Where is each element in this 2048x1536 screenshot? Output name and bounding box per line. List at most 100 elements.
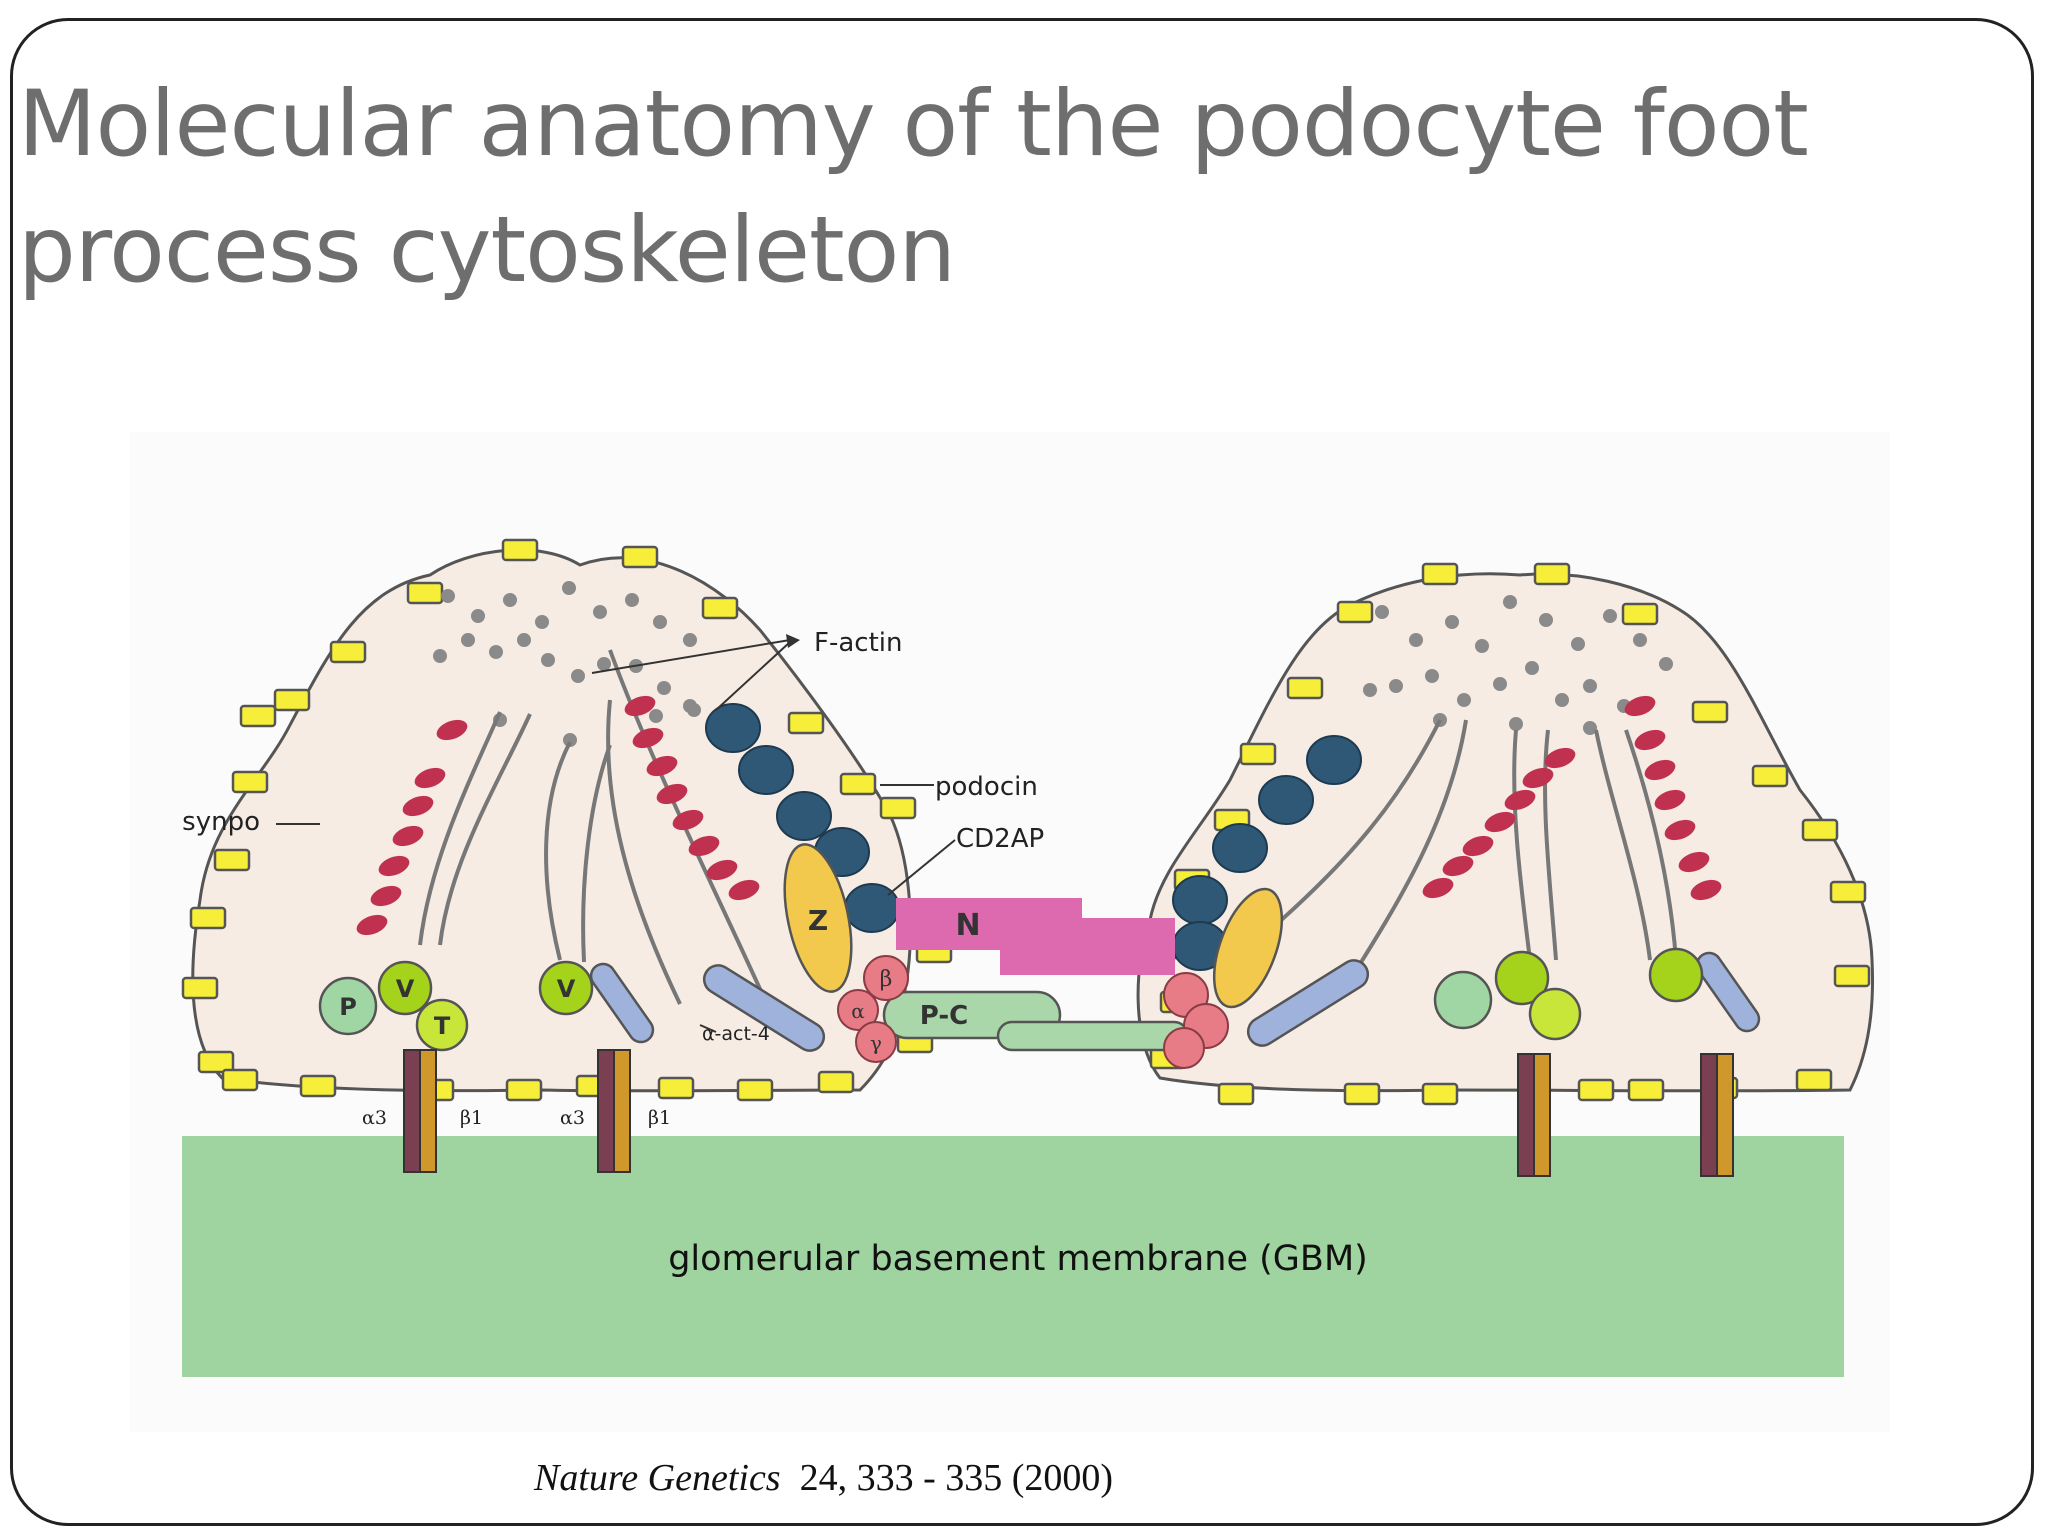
zo1-right bbox=[1212, 887, 1284, 1009]
membrane-marker-5 bbox=[239, 704, 277, 728]
podocin-bead-6 bbox=[1258, 775, 1314, 825]
paxillin-right bbox=[1433, 970, 1493, 1030]
synpo-bead-6 bbox=[436, 719, 468, 741]
integrin-alpha-1 bbox=[597, 1049, 615, 1173]
catenins bbox=[837, 955, 1229, 1069]
vinculin-letter-2: V bbox=[557, 975, 576, 1003]
actin-dot-34 bbox=[1389, 679, 1403, 693]
actin-dot-24 bbox=[1375, 605, 1389, 619]
catenin-gamma-letter: γ bbox=[870, 1031, 882, 1055]
talin-left bbox=[415, 998, 469, 1052]
integrin-beta-3 bbox=[1716, 1053, 1734, 1177]
vinculin-left bbox=[377, 960, 433, 1016]
membrane-marker-43 bbox=[1627, 1078, 1665, 1102]
membrane-marker-9 bbox=[501, 538, 539, 562]
synpo-bead-15 bbox=[1422, 877, 1454, 899]
actin-dot-35 bbox=[1425, 669, 1439, 683]
membrane-marker-38 bbox=[1801, 818, 1839, 842]
synpo-bead-7 bbox=[624, 695, 656, 717]
actin-dot-11 bbox=[489, 645, 503, 659]
actin-filament-1 bbox=[438, 713, 532, 946]
membrane-marker-1 bbox=[181, 976, 219, 1000]
citation-volume: 24, 333 - 335 (2000) bbox=[799, 1457, 1114, 1499]
membrane-marker-24 bbox=[221, 1068, 259, 1092]
actinin-rod-mid bbox=[702, 964, 826, 1052]
title-line-1: Molecular anatomy of the podocyte foot bbox=[18, 72, 1809, 177]
gbm-label: glomerular basement membrane (GBM) bbox=[668, 1239, 1368, 1279]
actin-dot-7 bbox=[653, 615, 667, 629]
synpo-bead-25 bbox=[1654, 789, 1686, 811]
membrane-marker-7 bbox=[329, 640, 367, 664]
actin-filament-10 bbox=[1348, 719, 1468, 982]
podocin-bead-0 bbox=[705, 703, 761, 753]
membrane-marker-0 bbox=[197, 1050, 235, 1074]
actin-dot-43 bbox=[1509, 717, 1523, 731]
talin-letter: T bbox=[434, 1012, 451, 1040]
actin-dot-37 bbox=[1493, 677, 1507, 691]
actin-filament-9 bbox=[1624, 729, 1678, 961]
membrane-marker-35 bbox=[1621, 602, 1659, 626]
podocin-bead-1 bbox=[738, 745, 794, 795]
membrane-marker-2 bbox=[189, 906, 227, 930]
membrane-marker-13 bbox=[839, 772, 877, 796]
actin-dot-45 bbox=[1363, 683, 1377, 697]
synpo-bead-14 bbox=[728, 879, 760, 901]
talin-right bbox=[1528, 987, 1582, 1041]
synpo-bead-24 bbox=[1644, 759, 1676, 781]
synpo-label: synpo bbox=[182, 807, 260, 837]
membrane-marker-40 bbox=[1833, 964, 1871, 988]
membrane-marker-17 bbox=[817, 1070, 855, 1094]
synpo-bead-28 bbox=[1690, 879, 1722, 901]
synpo-bead-9 bbox=[646, 755, 678, 777]
integrins bbox=[403, 1049, 1734, 1177]
synpo-bead-2 bbox=[378, 855, 410, 877]
actin-dot-12 bbox=[517, 633, 531, 647]
podocin-bead-5 bbox=[1306, 735, 1362, 785]
membrane-marker-47 bbox=[1217, 1082, 1255, 1106]
zo1-letter: Z bbox=[808, 904, 828, 937]
synpo-bead-22 bbox=[1624, 695, 1656, 717]
actin-dot-38 bbox=[1525, 661, 1539, 675]
leader-lines bbox=[276, 639, 956, 1033]
actin-dot-27 bbox=[1475, 639, 1489, 653]
synpo-bead-20 bbox=[1522, 767, 1554, 789]
actin-filament-11 bbox=[1268, 719, 1442, 932]
synpo-bead-16 bbox=[1442, 855, 1474, 877]
actin-filament-3 bbox=[581, 744, 612, 963]
gbm-band bbox=[182, 1136, 1844, 1377]
membrane-marker-19 bbox=[657, 1076, 695, 1100]
p-cadherin-right bbox=[996, 1020, 1190, 1052]
membrane-marker-4 bbox=[231, 770, 269, 794]
membrane-marker-18 bbox=[736, 1078, 774, 1102]
integrin-beta1-label-mid: β1 bbox=[648, 1107, 671, 1129]
membrane-marker-32 bbox=[1336, 600, 1374, 624]
actin-dot-29 bbox=[1539, 613, 1553, 627]
synpo-bead-18 bbox=[1484, 811, 1516, 833]
actin-dot-15 bbox=[597, 657, 611, 671]
membrane-marker-30 bbox=[1239, 742, 1277, 766]
actin-filament-8 bbox=[1594, 729, 1652, 961]
synpo-bead-11 bbox=[672, 809, 704, 831]
vinculin-right bbox=[1494, 950, 1550, 1006]
synpo-bead-3 bbox=[392, 825, 424, 847]
podocin-bead-8 bbox=[1172, 875, 1228, 925]
synpo-bead-26 bbox=[1664, 819, 1696, 841]
actin-dot-36 bbox=[1457, 693, 1471, 707]
vinculin-letter-1: V bbox=[396, 975, 415, 1003]
synpo-bead-13 bbox=[706, 859, 738, 881]
membrane-marker-45 bbox=[1421, 1082, 1459, 1106]
membrane-marker-33 bbox=[1421, 562, 1459, 586]
podocin-bead-2 bbox=[776, 791, 832, 841]
title-line-2: process cytoskeleton bbox=[18, 198, 956, 303]
synpo-bead-27 bbox=[1678, 851, 1710, 873]
f-actin-label: F-actin bbox=[814, 628, 902, 658]
actinin-rod-far-right bbox=[1695, 951, 1761, 1033]
p-cadherin-letter: P-C bbox=[920, 1001, 968, 1031]
actin-dot-3 bbox=[535, 615, 549, 629]
synpo-bead-10 bbox=[656, 783, 688, 805]
catenin-alpha bbox=[837, 989, 879, 1031]
actin-dot-33 bbox=[1659, 657, 1673, 671]
actin-filament-0 bbox=[418, 711, 502, 946]
actinin-rod-right bbox=[1246, 959, 1370, 1047]
actin-dot-13 bbox=[541, 653, 555, 667]
